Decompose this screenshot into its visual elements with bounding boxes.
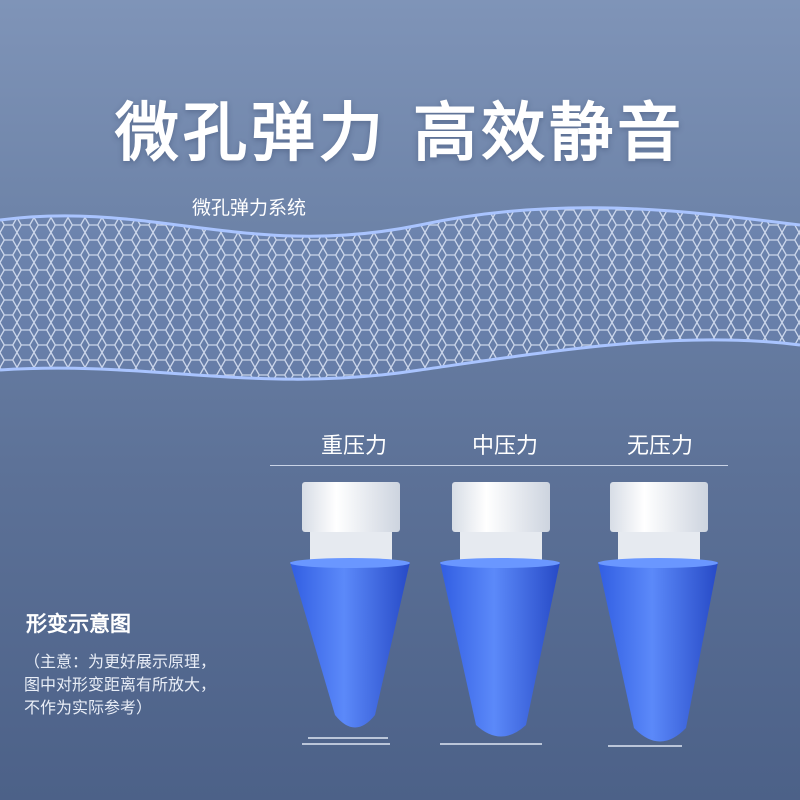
note-line: 图中对形变距离有所放大， [24, 675, 217, 694]
tip-medium [440, 482, 560, 745]
note-line: （主意：为更好展示原理， [24, 652, 217, 671]
headline: 微孔弹力 高效静音 [114, 97, 686, 171]
honeycomb-mesh-band [0, 206, 800, 381]
diagram-note: （主意：为更好展示原理， 图中对形变距离有所放大， 不作为实际参考） [24, 650, 274, 719]
note-line: 不作为实际参考） [24, 698, 153, 717]
tip-label-medium: 中压力 [471, 434, 538, 459]
diagram-title: 形变示意图 [26, 612, 131, 636]
tip-none [598, 482, 718, 747]
label-divider [270, 465, 728, 466]
tip-heavy [290, 482, 410, 745]
pencil-tips-illustration [290, 482, 718, 747]
band-label: 微孔弹力系统 [192, 197, 307, 219]
tip-label-none: 无压力 [626, 434, 693, 459]
tip-label-heavy: 重压力 [320, 434, 387, 459]
